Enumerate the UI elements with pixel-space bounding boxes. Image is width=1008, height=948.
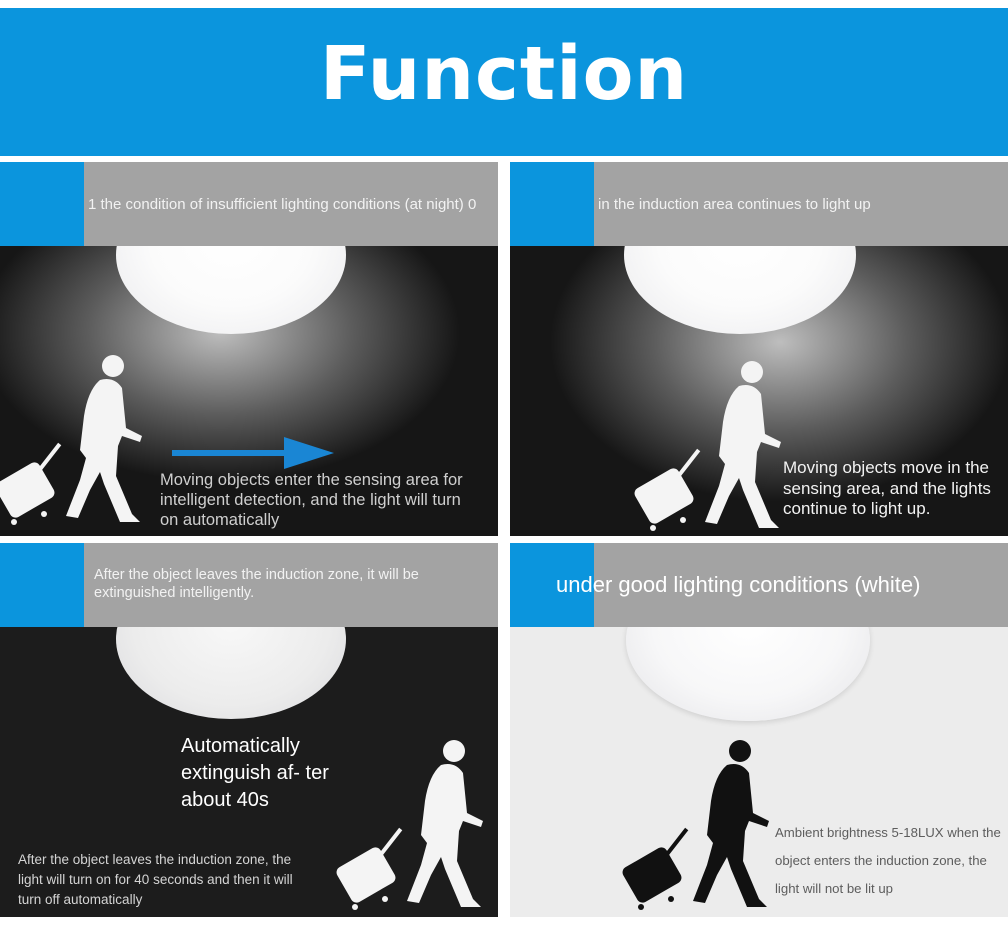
panel-description: Moving objects move in the sensing area,…	[783, 458, 991, 518]
panel-description: After the object leaves the induction zo…	[18, 852, 293, 907]
accent-block	[0, 543, 84, 627]
caption-band: After the object leaves the induction zo…	[0, 543, 498, 627]
panel-caption: 1 the condition of insufficient lighting…	[88, 195, 477, 213]
panel-night-detection: 1 the condition of insufficient lighting…	[0, 162, 498, 536]
panel-headline: Automatically extinguish af- ter about 4…	[181, 735, 329, 811]
walking-person-with-luggage-icon	[0, 355, 142, 525]
walking-person-with-luggage-icon	[634, 361, 781, 531]
panel-auto-off: After the object leaves the induction zo…	[0, 543, 498, 917]
panel-caption: After the object leaves the induction zo…	[94, 567, 419, 601]
walking-person-with-luggage-icon	[622, 740, 769, 910]
panel-continuous-lighting: in the induction area continues to light…	[510, 162, 1008, 536]
accent-block	[0, 162, 84, 246]
panel-daylight: under good lighting conditions (white) A…	[510, 543, 1008, 917]
panel-description: Ambient brightness 5-18LUX when the obje…	[775, 825, 1001, 896]
caption-band: 1 the condition of insufficient lighting…	[0, 162, 498, 246]
panel-description: Moving objects enter the sensing area fo…	[160, 471, 463, 529]
accent-block	[510, 162, 594, 246]
panel-caption: under good lighting conditions (white)	[556, 572, 921, 597]
page-title: Function	[319, 31, 689, 117]
right-arrow-icon	[172, 437, 334, 469]
header-banner: Function	[0, 8, 1008, 156]
caption-band: in the induction area continues to light…	[510, 162, 1008, 246]
walking-person-with-luggage-icon	[336, 740, 483, 910]
panel-caption: in the induction area continues to light…	[598, 195, 871, 213]
accent-block	[510, 543, 594, 627]
caption-band: under good lighting conditions (white)	[510, 543, 1008, 627]
